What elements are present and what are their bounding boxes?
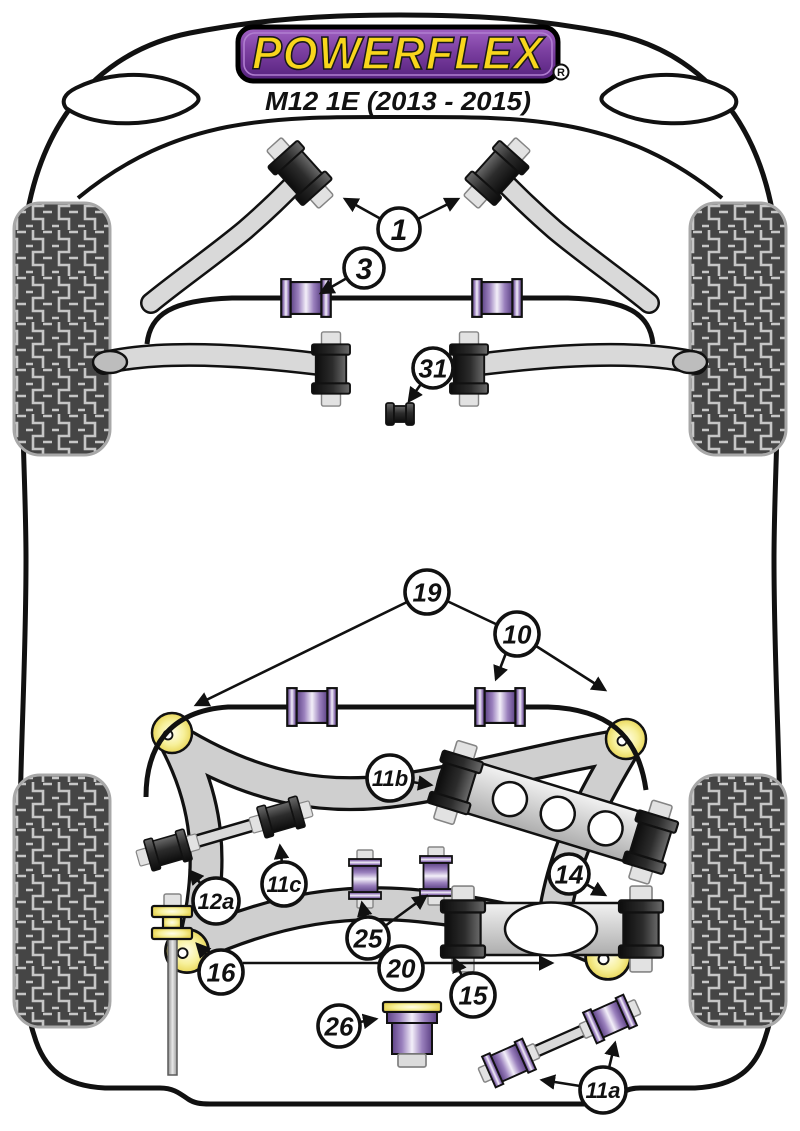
callout-16-label: 16: [207, 957, 236, 987]
side-mirror-left: [61, 72, 201, 126]
callout-11a-arrow-up: [604, 1040, 620, 1069]
callout-20: 20: [377, 944, 425, 992]
callout-12a-arrow: [188, 869, 205, 886]
powerflex-logo: POWERFLEX R: [235, 24, 570, 84]
callout-16-arrow: [195, 942, 212, 959]
callout-14-label: 14: [555, 859, 584, 889]
callout-10-arrow-left: [493, 652, 508, 682]
callout-1-label: 1: [391, 214, 408, 247]
front-caster-arm-left: [140, 169, 309, 314]
callout-3: 3: [342, 246, 386, 290]
callout-11c-label: 11c: [266, 872, 301, 897]
callout-26-arrow: [359, 1013, 379, 1030]
callout-1: 1: [376, 206, 422, 252]
callout-19-label: 19: [413, 577, 442, 607]
car-body-outline: [17, 12, 783, 1107]
tire-front-left: [12, 201, 112, 457]
top-hat-bush-26: [381, 1000, 443, 1068]
tire-rear-right: [688, 773, 788, 1029]
callout-11a-arrow-left: [539, 1074, 581, 1090]
callout-26-label: 26: [324, 1011, 354, 1041]
callout-10-label: 10: [503, 619, 532, 649]
bump-stop-assembly: [150, 893, 210, 1076]
bump-stop-web: [161, 915, 183, 930]
callout-16: 16: [197, 948, 245, 996]
callout-10-arrow-right: [535, 644, 608, 692]
callout-1-arrow-left: [342, 197, 382, 221]
callout-11a-label: 11a: [585, 1078, 620, 1103]
callout-20-label: 20: [386, 953, 416, 983]
registered-mark-circle: [552, 63, 570, 81]
side-mirror-right: [599, 72, 739, 126]
bump-stop-bottom-flange: [150, 926, 194, 941]
front-arb-bush-right: [471, 278, 523, 318]
small-bush-31: [385, 402, 415, 426]
callout-14: 14: [547, 852, 591, 896]
callout-25-arrow-right: [384, 894, 429, 928]
callout-11c-arrow: [273, 843, 290, 864]
callout-25-arrow-left: [357, 900, 373, 918]
callout-11b-arrow: [411, 775, 434, 791]
registered-mark: R: [557, 67, 565, 79]
callout-11b: 11b: [365, 753, 415, 803]
callout-19-arrow: [193, 600, 408, 707]
callout-3-label: 3: [356, 253, 373, 286]
callout-19: 19: [403, 568, 451, 616]
callout-11a: 11a: [578, 1065, 628, 1115]
callout-3-arrow: [318, 276, 348, 295]
rear-upper-arm: [422, 736, 684, 889]
rear-anti-roll-bar: [143, 704, 649, 798]
model-title: M12 1E (2013 - 2015): [265, 86, 531, 116]
callout-15-arrow: [452, 956, 467, 977]
callout-11c: 11c: [260, 860, 308, 908]
logo-plate: [235, 24, 561, 84]
callout-26: 26: [316, 1003, 362, 1049]
front-arb-bush-left: [280, 278, 332, 318]
callout-10: 10: [493, 610, 541, 658]
callout-31-arrow: [407, 383, 423, 404]
callout-25: 25: [345, 915, 391, 961]
callout-1-arrow-right: [417, 197, 461, 221]
front-lower-arm-left: [91, 342, 330, 376]
brand-wordmark: POWERFLEX: [252, 27, 545, 79]
callout-31: 31: [411, 346, 455, 390]
callout-25-label: 25: [353, 923, 383, 953]
callout-19-to-10-line: [446, 599, 501, 628]
bump-stop-top-flange: [150, 904, 194, 919]
front-suspension: [91, 129, 709, 426]
callout-14-arrow: [585, 881, 608, 897]
callout-15: 15: [449, 971, 497, 1019]
callout-11b-label: 11b: [372, 766, 408, 791]
shock-rod: [167, 937, 178, 1076]
callout-12a-label: 12a: [198, 889, 235, 914]
rear-arb-bush-left: [286, 687, 338, 727]
front-anti-roll-bar: [144, 295, 656, 345]
callout-badges: 1 3 31 19 10 11b 12a 11c: [191, 206, 628, 1115]
front-caster-arm-right: [491, 169, 660, 314]
tire-rear-left: [12, 773, 112, 1029]
windscreen-line: [76, 114, 724, 200]
logo-plate-inner-line: [243, 32, 553, 76]
subframe-bush-left: [348, 849, 382, 909]
callout-15-label: 15: [459, 980, 488, 1010]
tire-front-right: [688, 201, 788, 457]
front-lower-arm-right: [470, 342, 709, 376]
rear-arb-bush-right: [474, 687, 526, 727]
callout-12a: 12a: [191, 876, 241, 926]
tires: [12, 201, 788, 1029]
callout-31-label: 31: [419, 353, 448, 383]
